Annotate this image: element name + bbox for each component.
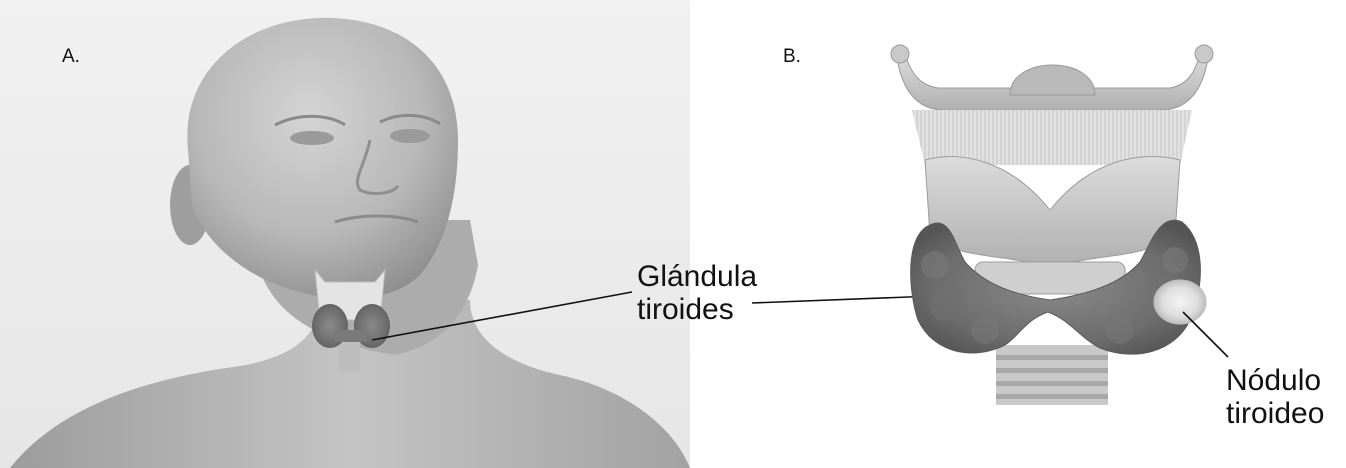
panel-b-label: B. — [783, 46, 801, 67]
right-eye — [390, 129, 430, 143]
thyroid-cartilage — [925, 157, 1180, 265]
thyroid-nodule — [1154, 280, 1206, 324]
panel-b: B. — [783, 45, 1228, 405]
gland-lobule — [929, 289, 961, 321]
thyroid-callout: Glándula tiroides — [637, 260, 757, 326]
panel-a: A. — [0, 0, 690, 468]
nodule-callout-line1: Nódulo — [1226, 364, 1321, 397]
nodule-callout-line2: tiroideo — [1226, 397, 1324, 430]
small-isthmus — [335, 330, 367, 342]
hyoid-horn-right — [1195, 45, 1213, 63]
gland-lobule — [921, 251, 949, 279]
nodule-callout: Nódulo tiroideo — [1226, 364, 1324, 430]
gland-lobule — [1162, 247, 1188, 273]
nodule-leader-line — [1183, 312, 1228, 357]
trachea-ring — [996, 355, 1108, 360]
thyroid-callout-line2: tiroides — [637, 293, 734, 326]
thyroid-callout-line1: Glándula — [637, 260, 757, 293]
epiglottis — [1010, 65, 1095, 95]
trachea-ring — [996, 368, 1108, 373]
trachea-ring — [996, 394, 1108, 399]
larynx-thyroid-illustration — [891, 45, 1213, 405]
gland-lobule — [1106, 316, 1134, 344]
trachea — [996, 345, 1108, 405]
panel-a-label: A. — [62, 46, 80, 67]
left-eye — [290, 131, 334, 145]
thyroid-leader-line-b — [752, 296, 935, 303]
gland-lobule — [971, 316, 999, 344]
trachea-ring — [996, 381, 1108, 386]
hyoid-horn-left — [891, 45, 909, 63]
